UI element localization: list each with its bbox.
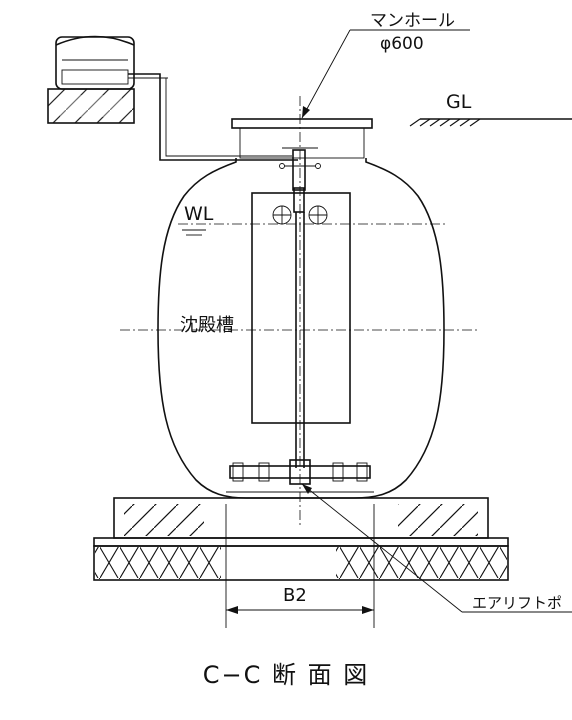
blower-unit xyxy=(47,35,168,124)
dimension-label: B2 xyxy=(283,585,307,606)
manhole-label: マンホール xyxy=(370,11,455,31)
wl-label: WL xyxy=(184,203,214,225)
dimension-b2 xyxy=(225,504,375,628)
airlift-leader xyxy=(301,483,572,613)
manhole-size: φ600 xyxy=(380,34,424,54)
manhole-leader xyxy=(301,29,470,119)
section-title: C−C 断 面 図 xyxy=(203,661,370,689)
air-pipe xyxy=(128,73,298,161)
ground-line xyxy=(409,118,572,127)
tank-body xyxy=(157,118,445,499)
gl-label: GL xyxy=(446,91,472,113)
tank-name: 沈殿槽 xyxy=(180,315,234,336)
base-slab xyxy=(93,497,509,581)
settling-baffle xyxy=(251,192,351,424)
airlift-pump xyxy=(229,147,371,485)
airlift-label: エアリフトポ xyxy=(472,594,562,612)
